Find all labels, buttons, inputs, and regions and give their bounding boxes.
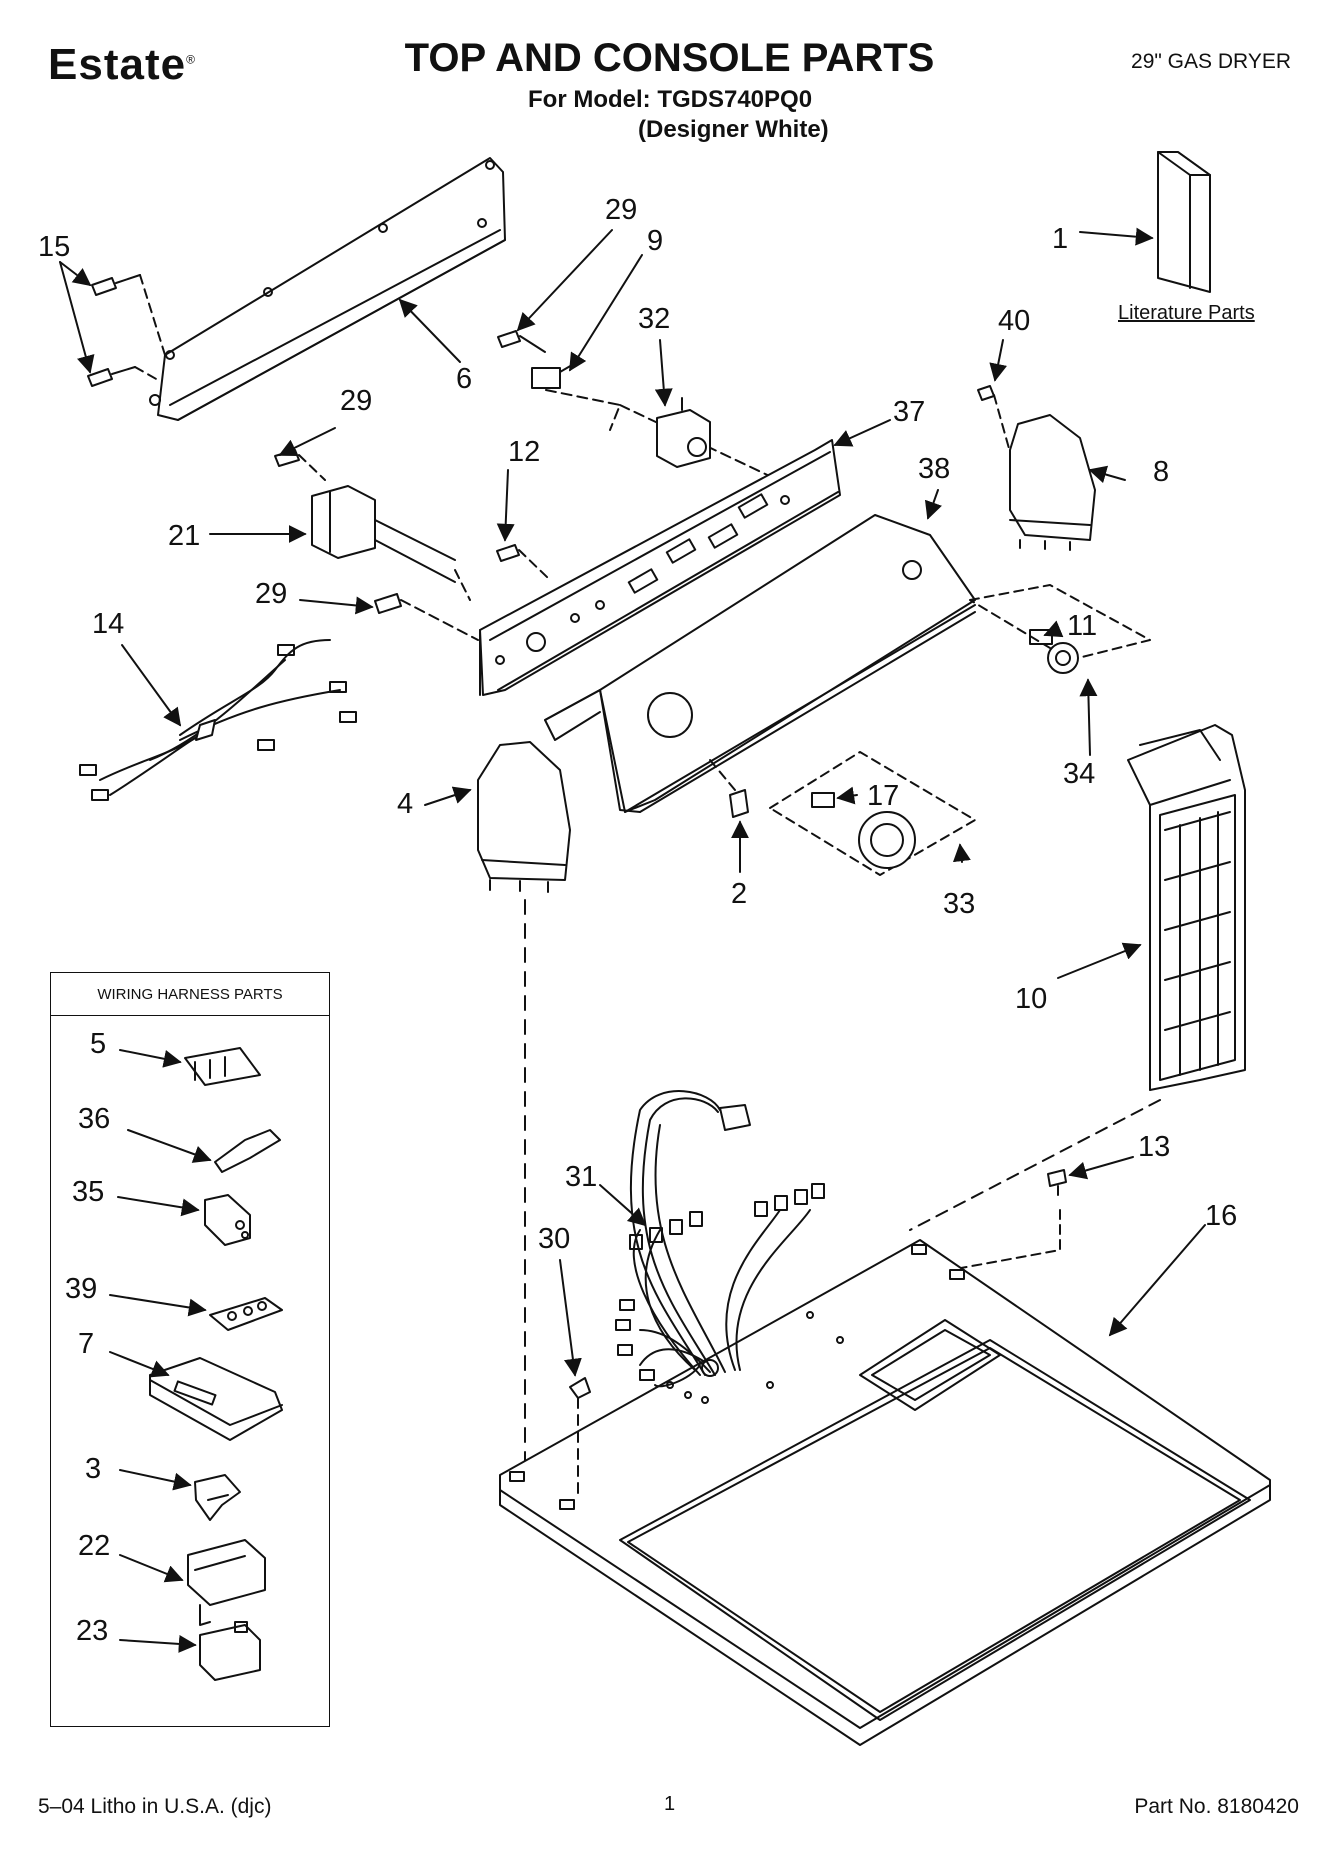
screw-12 bbox=[496, 544, 549, 579]
callout-13: 13 bbox=[1138, 1131, 1171, 1163]
callout-22: 22 bbox=[78, 1530, 111, 1562]
screw-2 bbox=[709, 759, 749, 818]
callout-8: 8 bbox=[1153, 456, 1170, 488]
callout-11: 11 bbox=[1067, 610, 1098, 642]
part-literature-booklet bbox=[1157, 151, 1211, 293]
page-title: TOP AND CONSOLE PARTS bbox=[404, 36, 935, 80]
screw-15-lower bbox=[87, 366, 136, 387]
footer-litho: 5–04 Litho in U.S.A. (djc) bbox=[38, 1795, 272, 1818]
callout-12: 12 bbox=[508, 436, 541, 468]
part-37-control-panel bbox=[479, 439, 841, 696]
literature-parts-label: Literature Parts bbox=[1118, 302, 1255, 324]
screw-15-upper bbox=[91, 274, 141, 296]
callout-4: 4 bbox=[397, 788, 414, 820]
callout-37: 37 bbox=[893, 396, 926, 428]
callout-29: 29 bbox=[340, 385, 373, 417]
part-5-connector bbox=[184, 1047, 261, 1086]
part-33-knob-center bbox=[769, 751, 976, 876]
callout-17: 17 bbox=[867, 780, 900, 812]
callout-29: 29 bbox=[255, 578, 288, 610]
color-line: (Designer White) bbox=[638, 116, 829, 143]
part-4-end-cap-left bbox=[477, 741, 571, 893]
part-7-terminal-block bbox=[149, 1357, 283, 1441]
callout-5: 5 bbox=[90, 1028, 107, 1060]
callout-32: 32 bbox=[638, 303, 671, 335]
part-32-temperature-switch bbox=[656, 397, 711, 468]
callout-36: 36 bbox=[78, 1103, 111, 1135]
part-23-connector bbox=[199, 1621, 261, 1681]
callout-14: 14 bbox=[92, 608, 125, 640]
wiring-harness-parts-box: WIRING HARNESS PARTS bbox=[50, 972, 330, 1727]
part-16-top-panel bbox=[499, 1239, 1271, 1746]
part-3-clip bbox=[194, 1474, 241, 1521]
screw-29-lower bbox=[374, 593, 479, 641]
part-console-back-panel bbox=[149, 157, 506, 421]
brand-logo: Estate® bbox=[48, 40, 196, 89]
part-22-connector bbox=[187, 1539, 266, 1626]
callout-15: 15 bbox=[38, 231, 71, 263]
part-31-main-harness bbox=[615, 1090, 825, 1388]
footer-part-number: Part No. 8180420 bbox=[1134, 1795, 1299, 1818]
leader-arrows bbox=[59, 227, 1206, 1653]
part-36-terminal bbox=[214, 1129, 281, 1173]
part-9-clip bbox=[531, 364, 573, 389]
callout-39: 39 bbox=[65, 1273, 98, 1305]
callout-38: 38 bbox=[918, 453, 951, 485]
screw-29-upper bbox=[497, 330, 546, 353]
callout-16: 16 bbox=[1205, 1200, 1238, 1232]
callout-3: 3 bbox=[85, 1453, 102, 1485]
part-34-knob-right bbox=[969, 584, 1151, 674]
callout-1: 1 bbox=[1052, 223, 1069, 255]
screw-13 bbox=[949, 1169, 1067, 1271]
part-30-bracket bbox=[569, 1377, 591, 1501]
callout-29: 29 bbox=[605, 194, 638, 226]
part-10-lint-screen bbox=[1127, 724, 1246, 1091]
part-8-end-cap-right bbox=[1009, 414, 1096, 551]
callout-30: 30 bbox=[538, 1223, 571, 1255]
part-35-connector bbox=[204, 1194, 251, 1246]
callout-23: 23 bbox=[76, 1615, 109, 1647]
footer-page-number: 1 bbox=[664, 1793, 676, 1815]
part-14-harness bbox=[79, 639, 357, 801]
callout-2: 2 bbox=[731, 878, 748, 910]
wiring-harness-parts-title: WIRING HARNESS PARTS bbox=[51, 973, 329, 1016]
callout-34: 34 bbox=[1063, 758, 1096, 790]
callout-21: 21 bbox=[168, 520, 201, 552]
dryer-type: 29" GAS DRYER bbox=[1131, 50, 1291, 73]
callout-9: 9 bbox=[647, 225, 664, 257]
part-21-timer bbox=[311, 485, 456, 583]
callout-31: 31 bbox=[565, 1161, 598, 1193]
callout-7: 7 bbox=[78, 1328, 95, 1360]
callout-33: 33 bbox=[943, 888, 976, 920]
model-line: For Model: TGDS740PQ0 bbox=[528, 86, 813, 113]
screw-40 bbox=[977, 385, 1011, 453]
callout-10: 10 bbox=[1015, 983, 1048, 1015]
callout-6: 6 bbox=[456, 363, 473, 395]
part-38-console bbox=[544, 514, 976, 813]
callout-35: 35 bbox=[72, 1176, 105, 1208]
callout-40: 40 bbox=[998, 305, 1031, 337]
part-39-connector bbox=[209, 1297, 283, 1331]
